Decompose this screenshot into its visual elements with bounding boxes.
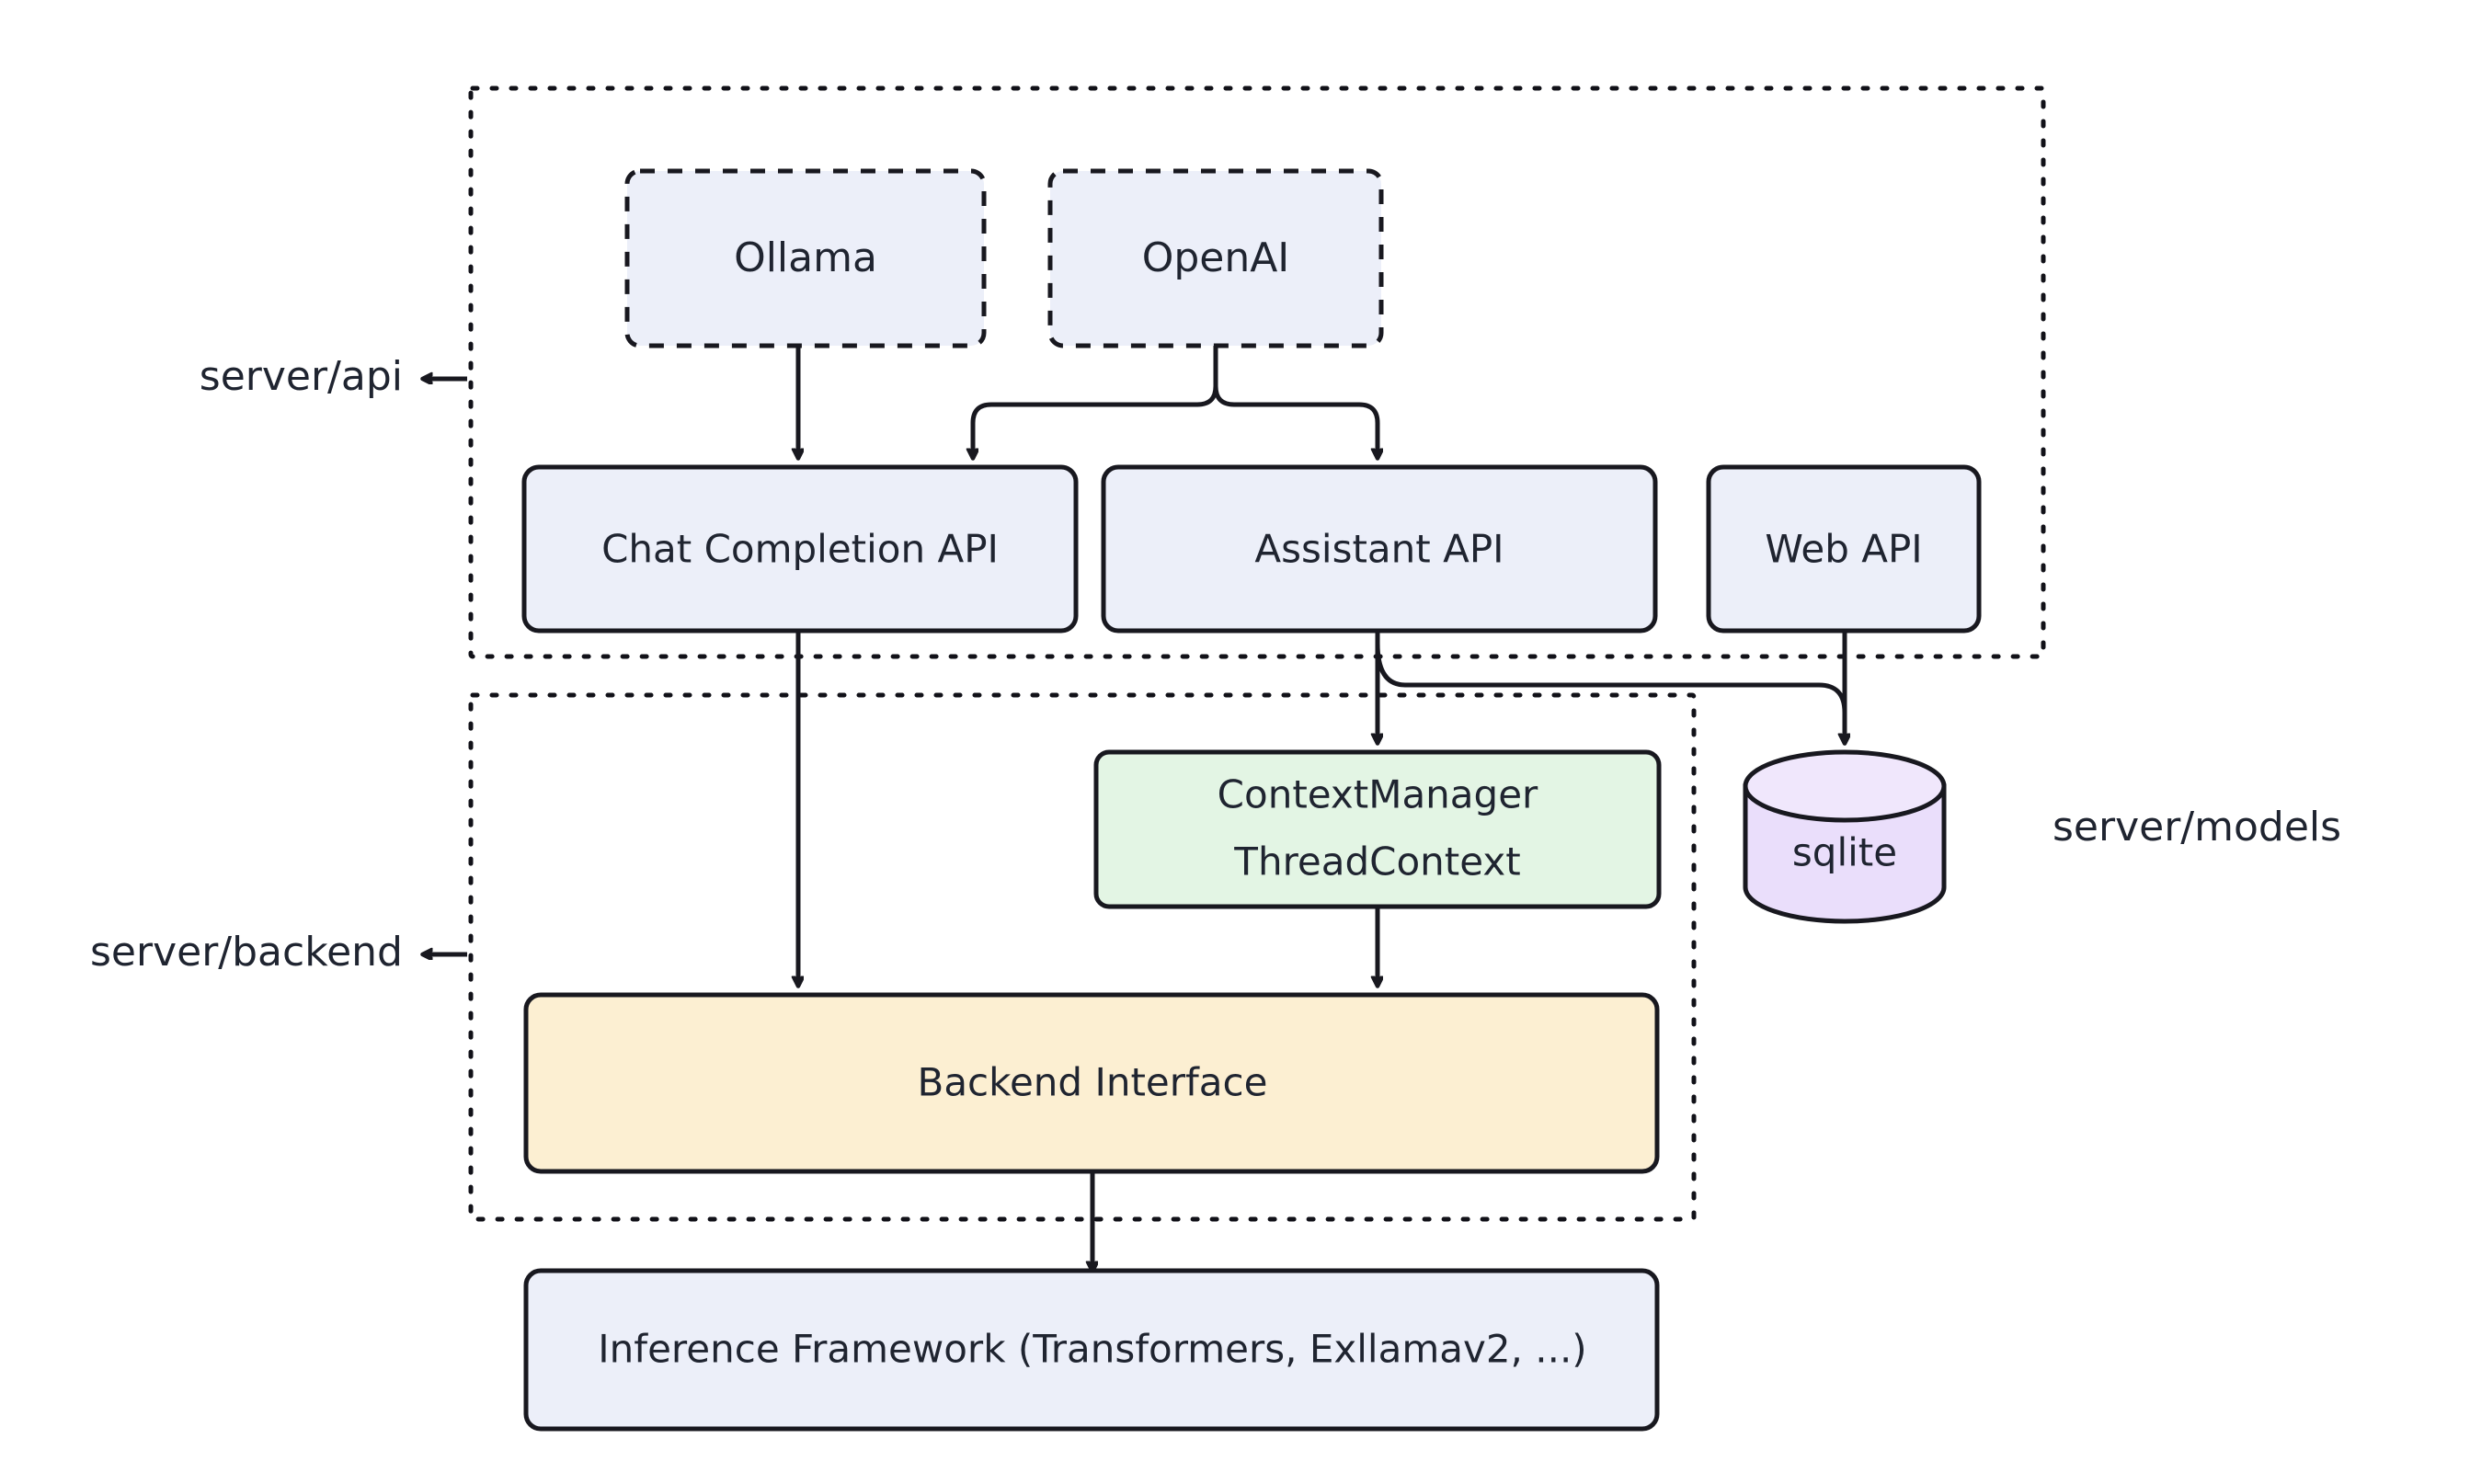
group-label-server-models: server/models bbox=[2053, 804, 2341, 850]
node-assistant-api[interactable]: Assistant API bbox=[1101, 464, 1658, 634]
node-context-manager-label-line2: ThreadContext bbox=[1233, 839, 1520, 885]
edge-openai-to-asst-api bbox=[1213, 346, 1378, 458]
node-web-api[interactable]: Web API bbox=[1706, 464, 1982, 634]
node-sqlite-label: sqlite bbox=[1792, 830, 1897, 875]
node-ollama-label: Ollama bbox=[734, 234, 877, 281]
node-sqlite[interactable]: sqlite bbox=[1743, 749, 1947, 924]
group-server-backend-border bbox=[468, 692, 1697, 1222]
node-backend-interface-label: Backend Interface bbox=[918, 1060, 1268, 1105]
node-chat-completion-api-label: Chat Completion API bbox=[601, 527, 999, 572]
group-label-server-api: server/api bbox=[200, 353, 403, 400]
group-label-server-backend: server/backend bbox=[90, 929, 403, 976]
node-openai[interactable]: OpenAI bbox=[1047, 168, 1384, 348]
node-inference-framework-label: Inference Framework (Transformers, Exlla… bbox=[598, 1327, 1586, 1372]
node-inference-framework[interactable]: Inference Framework (Transformers, Exlla… bbox=[523, 1268, 1660, 1432]
group-server-api-border bbox=[468, 86, 2046, 659]
node-openai-label: OpenAI bbox=[1142, 234, 1290, 281]
node-web-api-label: Web API bbox=[1765, 527, 1922, 572]
node-context-manager[interactable]: ContextManager ThreadContext bbox=[1093, 749, 1662, 909]
node-chat-completion-api[interactable]: Chat Completion API bbox=[521, 464, 1079, 634]
node-ollama[interactable]: Ollama bbox=[624, 168, 987, 348]
node-backend-interface[interactable]: Backend Interface bbox=[523, 992, 1660, 1174]
node-assistant-api-label: Assistant API bbox=[1254, 527, 1504, 572]
edge-openai-to-chat-api bbox=[973, 346, 1218, 458]
node-context-manager-label-line1: ContextManager bbox=[1218, 772, 1538, 817]
